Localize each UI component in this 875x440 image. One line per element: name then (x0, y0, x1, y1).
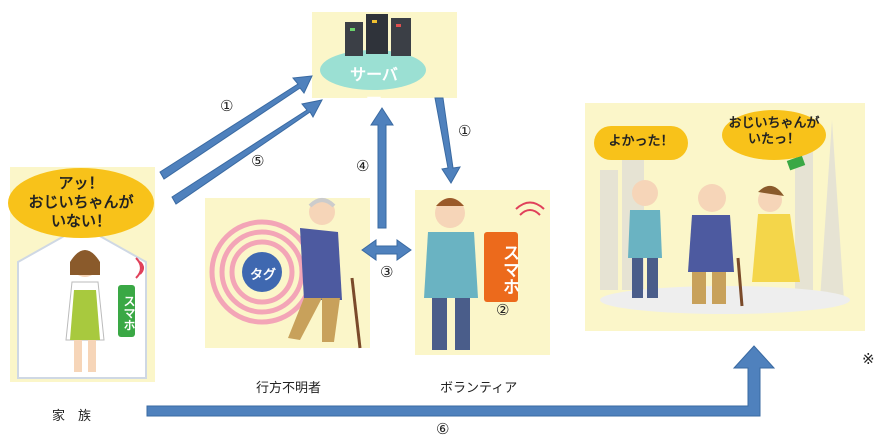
arrows (146, 75, 776, 417)
signal-icon (519, 209, 541, 216)
reunion-speech-right: おじいちゃんが いたっ！ (722, 110, 826, 160)
arrow-step1-family-to-server (159, 75, 313, 180)
step-3: ③ (380, 263, 394, 281)
cane-icon (350, 277, 362, 349)
apron (70, 290, 100, 340)
server-label: サーバー (350, 65, 398, 108)
old-man-head (698, 184, 726, 212)
tag-label: タグ (249, 268, 276, 283)
step-5: ⑤ (251, 152, 265, 170)
volunteer-phone: スマホ (484, 232, 519, 302)
old-man-body (300, 228, 342, 300)
reunion-speech-left-text: よかった！ (608, 134, 674, 149)
volunteer-illustration (424, 198, 545, 350)
volunteer-phone-label: スマホ (499, 243, 519, 295)
step-4: ④ (356, 157, 370, 175)
reunion-speech-left: よかった！ (594, 126, 688, 160)
server-rack-icon (345, 22, 363, 56)
reunion-speech-right-line1: おじいちゃんが (728, 116, 820, 131)
volunteer-head (632, 180, 658, 206)
reunion-illustration (600, 120, 850, 314)
arrow-step5-server-family (171, 99, 323, 205)
cane-icon (736, 257, 744, 307)
server-illustration (320, 14, 426, 90)
family-speech-line3: いない！ (50, 211, 111, 230)
arrow-step6-family-to-reunion (146, 345, 776, 417)
missing-person-illustration (209, 198, 362, 349)
server-rack-icon (391, 18, 411, 56)
server-rack-icon (366, 14, 388, 54)
arrow-step1-server-to-volunteer (434, 97, 461, 184)
server-base (320, 50, 426, 90)
family-phone-label: スマホ (122, 294, 136, 331)
family-phone: スマホ (118, 285, 136, 337)
reunion-speech-right-line2: いたっ！ (747, 132, 800, 148)
volunteer-body (424, 232, 478, 298)
old-man-head (309, 199, 335, 225)
edge-note-mark: ※ (862, 350, 875, 368)
family-speech-line1: アッ！ (58, 174, 104, 192)
family-speech-bubble: アッ！ おじいちゃんが いない！ (8, 168, 154, 238)
step-6: ⑥ (436, 420, 450, 438)
family-speech-line2: おじいちゃんが (28, 192, 134, 211)
step-1-upper: ① (220, 97, 234, 115)
tag-icon (242, 252, 282, 292)
arrow-step3-tag-volunteer (361, 239, 412, 261)
phone-icon (786, 155, 806, 171)
arrow-step4-volunteer-to-server (370, 107, 394, 229)
step-1-server-volunteer: ① (458, 122, 472, 140)
family-caption: 家 族 (52, 409, 92, 424)
missing-person-caption: 行方不明者 (256, 381, 322, 396)
step-2: ② (496, 301, 510, 319)
volunteer-caption: ボランティア (440, 381, 518, 396)
